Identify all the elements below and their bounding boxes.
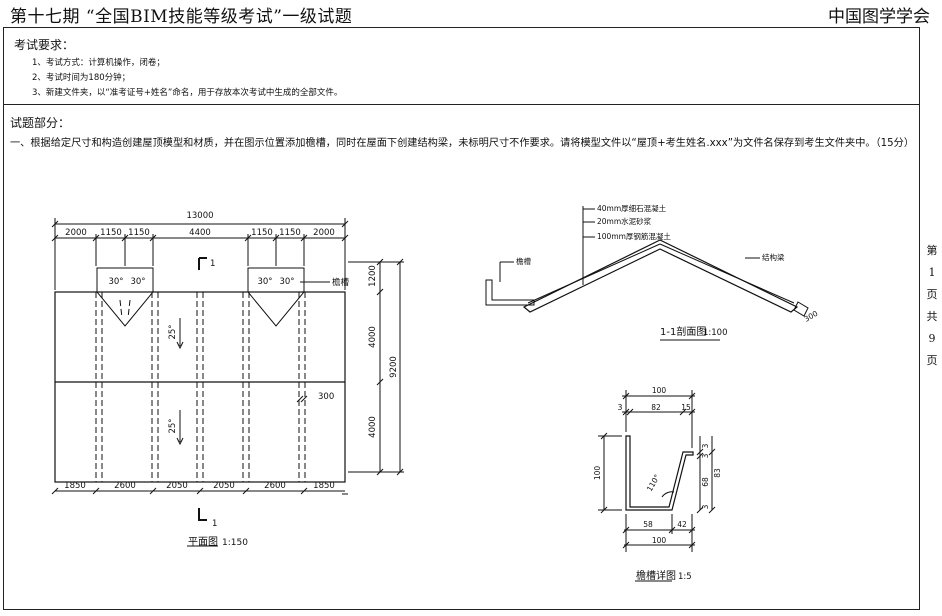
requirement-item: 1、考试方式：计算机操作，闭卷； — [32, 58, 165, 68]
section-gutter — [485, 279, 535, 306]
dim-tick — [600, 432, 608, 440]
requirements-box — [3, 27, 920, 105]
question-text: 一、根据给定尺寸和构造创建屋顶模型和材质，并在图示位置添加檐槽，同时在屋面下创建… — [10, 138, 915, 149]
section-layer-label: 100mm厚钢筋混凝土 — [597, 231, 671, 241]
section-beam-label: 结构梁 — [762, 252, 785, 262]
roof-layer-line — [527, 243, 661, 304]
detail-bottom-dim: 58 — [643, 520, 653, 529]
plan-top-dim: 4400 — [189, 228, 211, 238]
detail-top-dim: 15 — [681, 403, 691, 412]
page-total: 9 — [928, 332, 936, 345]
detail-right-dim: 3 — [701, 504, 710, 509]
plan-bottom-dim: 2600 — [264, 481, 286, 491]
plan-top-dim: 1150 — [128, 228, 150, 238]
plan-bottom-dim: 1850 — [313, 481, 335, 491]
plan-gutter-label: 檐槽 — [332, 277, 350, 288]
page-number: 1 — [928, 266, 936, 279]
requirements-heading: 考试要求： — [14, 38, 75, 52]
plan-top-dim: 1150 — [279, 228, 301, 238]
detail-right-dim: 83 — [713, 468, 722, 478]
plan-top-dim: 1150 — [100, 228, 122, 238]
plan-angle: 30° — [279, 277, 294, 287]
sheet-frame — [3, 27, 920, 610]
detail-top-dim: 3 — [618, 403, 623, 412]
plan-bottom-dim: 2050 — [166, 481, 188, 491]
plan-angle: 30° — [108, 277, 123, 287]
section-mark-label: 1 — [210, 259, 215, 269]
section-mark-bottom — [198, 508, 207, 521]
dim-extension-lines — [54, 218, 346, 290]
detail-left-dim: 100 — [593, 466, 602, 481]
dim-tick — [296, 395, 304, 403]
section-scale: 1:100 — [703, 328, 728, 338]
detail-bottom-total: 100 — [652, 536, 667, 545]
roof-layer-line — [659, 243, 795, 304]
exam-title: 第十七期 “全国BIM技能等级考试”一级试题 — [10, 7, 353, 27]
plan-beams — [95, 292, 306, 482]
plan-title: 平面图 — [188, 536, 218, 548]
plan-dim-300: 300 — [318, 392, 334, 402]
requirement-item: 3、新建文件夹，以“准考证号+姓名”命名，用于存放本次考试中生成的全部文件。 — [32, 88, 343, 98]
detail-texts: 100 3 82 15 100 3 3 68 83 3 110° 58 42 1… — [593, 386, 722, 582]
plan-total-dim: 13000 — [186, 211, 213, 221]
plan-right-dim: 4000 — [368, 326, 378, 348]
section-dim: 300 — [803, 309, 820, 324]
detail-top-total: 100 — [652, 386, 667, 395]
plan-top-dim: 2000 — [313, 228, 335, 238]
angle-arc — [661, 491, 675, 498]
section-layer-label: 40mm厚细石混凝土 — [597, 203, 667, 213]
detail-right-dim: 3 — [701, 453, 710, 458]
questions-heading: 试题部分： — [10, 116, 71, 130]
plan-bottom-dim: 2050 — [213, 481, 235, 491]
plan-view — [51, 218, 404, 547]
plan-bottom-dim: 1850 — [64, 481, 86, 491]
plan-slope: 25° — [168, 324, 178, 339]
page-char: 共 — [926, 310, 938, 323]
plan-scale: 1:150 — [222, 538, 248, 548]
plan-texts: 13000 2000 1150 1150 4400 1150 1150 2000… — [64, 211, 399, 548]
plan-top-dim: 1150 — [251, 228, 273, 238]
section-view — [485, 206, 809, 341]
gutter-detail — [598, 390, 716, 582]
section-title: 1-1剖面图 — [660, 325, 706, 338]
plan-outline — [54, 291, 346, 483]
detail-scale: 1:5 — [678, 572, 692, 582]
section-mark-label: 1 — [212, 519, 217, 529]
plan-top-dim: 2000 — [65, 228, 87, 238]
slope-arrow-head — [176, 341, 184, 350]
section-layer-label: 20mm水泥砂浆 — [597, 216, 652, 226]
section-beam — [793, 301, 809, 317]
dim-tick — [600, 506, 608, 514]
page-char: 第 — [926, 244, 938, 257]
slope-arrow-head — [176, 437, 184, 446]
requirement-item: 2、考试时间为180分钟； — [32, 73, 131, 83]
detail-right-dim: 68 — [701, 477, 710, 487]
dim-ticks — [696, 448, 716, 514]
section-texts: 40mm厚细石混凝土 20mm水泥砂浆 100mm厚钢筋混凝土 檐槽 结构梁 3… — [516, 203, 820, 338]
plan-angle: 30° — [257, 277, 272, 287]
plan-right-dim: 1200 — [368, 265, 378, 287]
plan-right-dim: 4000 — [368, 416, 378, 438]
page-char: 页 — [926, 288, 938, 301]
page-char: 页 — [926, 354, 938, 367]
dim-ticks — [51, 487, 348, 495]
plan-angle: 30° — [130, 277, 145, 287]
page-indicator: 第 1 页 共 9 页 — [924, 240, 940, 372]
section-gutter-label: 檐槽 — [516, 256, 531, 266]
dim-tick — [300, 395, 308, 403]
detail-title: 檐槽详图 — [636, 569, 676, 582]
plan-bottom-dim: 2600 — [114, 481, 136, 491]
detail-right-dim: 3 — [701, 443, 710, 448]
detail-bottom-dim: 42 — [677, 520, 687, 529]
plan-right-total: 9200 — [389, 356, 399, 378]
detail-angle: 110° — [645, 473, 662, 493]
detail-top-dim: 82 — [651, 403, 661, 412]
plan-slope: 25° — [168, 418, 178, 433]
dormer-right — [247, 267, 305, 327]
roof-slab — [522, 239, 799, 313]
gutter-profile — [625, 435, 694, 511]
organization-name: 中国图学学会 — [828, 7, 930, 27]
